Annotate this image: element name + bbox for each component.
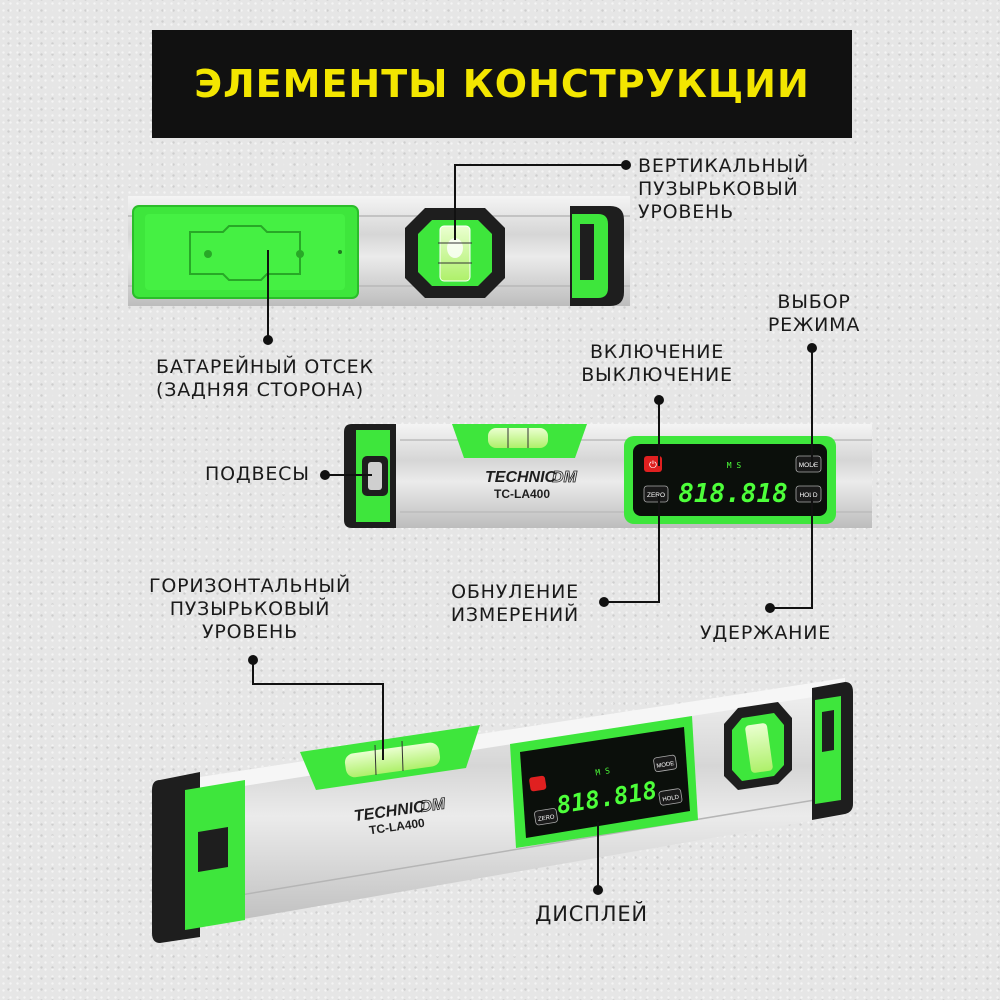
horizontal-bubble-vial (300, 725, 480, 790)
header-banner: ЭЛЕМЕНТЫ КОНСТРУКЦИИ (152, 30, 852, 138)
hold-button[interactable] (795, 485, 822, 503)
dot-marker-icon (654, 395, 664, 405)
dot-marker-icon (807, 343, 817, 353)
zero-button-label: ZERO (647, 492, 665, 499)
brand-suffix: DM (552, 469, 578, 486)
vertical-bubble-vial (405, 208, 505, 298)
svg-text:ZERO: ZERO (538, 814, 556, 823)
lcd-digits: 818.818 (678, 479, 788, 509)
dot-marker-icon (320, 470, 330, 480)
top-bubble-vial (452, 424, 587, 458)
level-perspective-view: TECHNIC DM TC-LA400 ZERO MODE HOLD M S 8… (152, 678, 853, 943)
zero-button[interactable] (643, 485, 669, 503)
model-text: TC-LA400 (494, 487, 550, 501)
svg-text:M S: M S (595, 766, 611, 777)
label-power: ВКЛЮЧЕНИЕ ВЫКЛЮЧЕНИЕ (581, 341, 733, 386)
lcd-units: M S (727, 461, 742, 470)
brand-suffix-perspective: DM (419, 796, 447, 816)
vertical-vial-window (724, 702, 792, 790)
label-horizontal-bubble: ГОРИЗОНТАЛЬНЫЙ ПУЗЫРЬКОВЫЙ УРОВЕНЬ (148, 575, 352, 643)
display-panel: ⏻ ZERO MODE HOLD M S 818.818 (624, 436, 836, 524)
dot-marker-icon (765, 603, 775, 613)
brand-text: TECHNIC (485, 469, 557, 486)
power-icon: ⏻ (649, 460, 657, 471)
callout-dots (248, 160, 817, 895)
label-display: ДИСПЛЕЙ (535, 902, 648, 926)
label-hold: УДЕРЖАНИЕ (700, 622, 832, 644)
battery-cover (132, 205, 359, 299)
label-zeroing: ОБНУЛЕНИЕ ИЗМЕРЕНИЙ (450, 581, 580, 626)
dot-marker-icon (593, 885, 603, 895)
level-back-view (128, 196, 630, 306)
mode-button-label: MODE (799, 462, 819, 469)
label-hangers: ПОДВЕСЫ (205, 463, 310, 485)
display-panel-perspective: ZERO MODE HOLD M S 818.818 (510, 716, 698, 848)
dot-marker-icon (263, 335, 273, 345)
power-button[interactable] (644, 456, 662, 472)
label-vertical-bubble: ВЕРТИКАЛЬНЫЙ ПУЗЫРЬКОВЫЙ УРОВЕНЬ (638, 155, 809, 223)
dot-marker-icon (248, 655, 258, 665)
label-mode-select: ВЫБОР РЕЖИМА (767, 291, 861, 336)
svg-text:HOLD: HOLD (662, 795, 680, 804)
dot-marker-icon (599, 597, 609, 607)
callout-lines (252, 164, 813, 890)
left-end-cap (152, 772, 245, 943)
svg-text:MODE: MODE (656, 761, 675, 770)
dot-marker-icon (621, 160, 631, 170)
mode-button[interactable] (795, 455, 822, 473)
banner-title: ЭЛЕМЕНТЫ КОНСТРУКЦИИ (194, 62, 810, 106)
level-front-view: TECHNIC DM TC-LA400 ⏻ ZERO MODE HOLD M S… (344, 424, 872, 528)
hold-button-label: HOLD (799, 492, 817, 499)
label-battery-compartment: БАТАРЕЙНЫЙ ОТСЕК (ЗАДНЯЯ СТОРОНА) (156, 356, 374, 401)
